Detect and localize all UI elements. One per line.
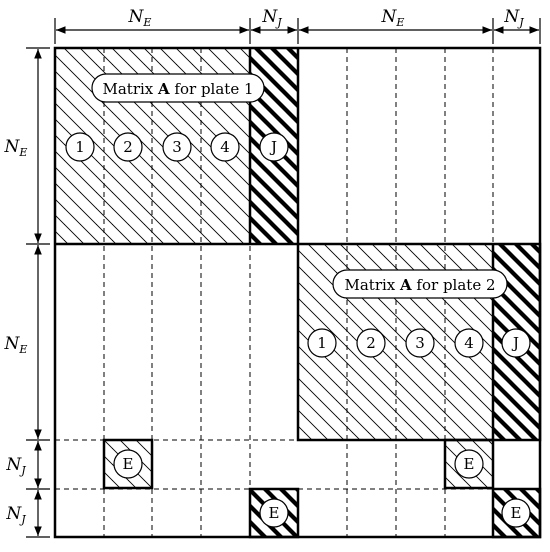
plate2-label-j: J bbox=[511, 334, 519, 352]
plate1-label-1: 1 bbox=[75, 138, 85, 156]
coupling-label-3: E bbox=[269, 504, 280, 522]
top-dimension-arrows bbox=[54, 18, 541, 44]
plate1-title: Matrix A for plate 1 bbox=[91, 73, 265, 103]
plate2-circle-labels: 1 2 3 4 J bbox=[307, 328, 531, 358]
block-borders bbox=[53, 46, 542, 539]
plate1-label-3: 3 bbox=[172, 138, 182, 156]
top-dim-label-3: NE bbox=[381, 7, 405, 29]
plate1-title-text: Matrix A for plate 1 bbox=[102, 80, 253, 98]
coupling-label-1: E bbox=[123, 455, 134, 473]
left-dim-label-3: NJ bbox=[5, 455, 26, 477]
plate2-label-2: 2 bbox=[366, 334, 376, 352]
plate1-label-4: 4 bbox=[220, 138, 230, 156]
coupling-label-4: E bbox=[511, 504, 522, 522]
top-dimension-labels: NE NJ NE NJ bbox=[128, 7, 525, 29]
plate2-label-4: 4 bbox=[464, 334, 474, 352]
left-dim-label-4: NJ bbox=[5, 504, 26, 526]
plate2-label-1: 1 bbox=[317, 334, 327, 352]
left-dimension-labels: NE NE NJ NJ bbox=[2, 134, 32, 526]
plate1-label-j: J bbox=[269, 138, 277, 156]
plate2-title-text: Matrix A for plate 2 bbox=[344, 276, 495, 294]
plate1-circle-labels: 1 2 3 4 J bbox=[65, 132, 289, 162]
left-dimension-arrows bbox=[26, 47, 50, 538]
top-dim-label-1: NE bbox=[128, 7, 152, 29]
top-dim-label-2: NJ bbox=[261, 7, 282, 29]
plate2-label-3: 3 bbox=[415, 334, 425, 352]
coupling-label-2: E bbox=[464, 455, 475, 473]
top-dim-label-4: NJ bbox=[503, 7, 524, 29]
coupling-circle-labels: E E E E bbox=[113, 449, 531, 528]
left-dim-label-2: NE bbox=[4, 334, 28, 356]
plate1-label-2: 2 bbox=[123, 138, 133, 156]
left-dim-label-1: NE bbox=[4, 137, 28, 159]
plate2-title: Matrix A for plate 2 bbox=[332, 269, 508, 299]
